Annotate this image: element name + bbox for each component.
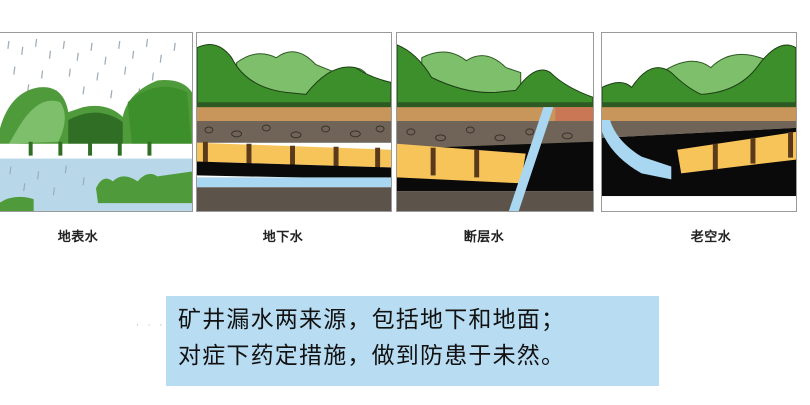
caption-fault-water: 断层水	[463, 230, 505, 245]
caption-surface-water: 地表水	[57, 230, 99, 245]
decorative-dots: · · · ·	[136, 321, 178, 331]
fault-water-illustration	[397, 33, 593, 211]
old-goaf-water-illustration	[602, 33, 796, 211]
summary-callout: 矿井漏水两来源，包括地下和地面； 对症下药定措施，做到防患于未然。	[166, 296, 659, 386]
caption-old-goaf-water: 老空水	[690, 230, 732, 245]
panel-surface-water	[0, 32, 193, 212]
panel-old-goaf-water	[601, 32, 797, 212]
panel-groundwater	[196, 32, 392, 212]
groundwater-illustration	[197, 33, 391, 211]
callout-line-1: 矿井漏水两来源，包括地下和地面；	[178, 307, 566, 333]
surface-water-illustration	[0, 33, 192, 211]
caption-groundwater: 地下水	[262, 230, 304, 245]
callout-line-2: 对症下药定措施，做到防患于未然。	[178, 343, 566, 369]
panel-fault-water	[396, 32, 594, 212]
